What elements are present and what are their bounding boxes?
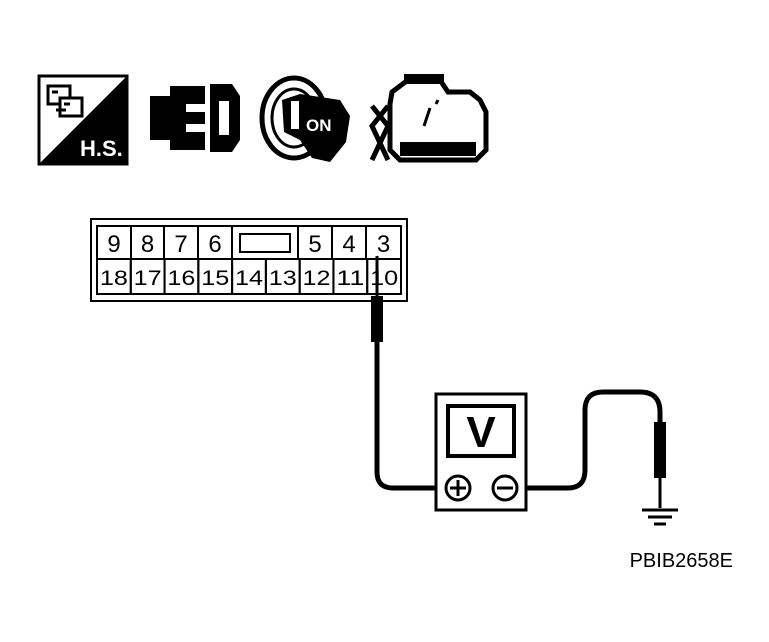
connector-pin-label: 5	[308, 231, 321, 258]
connector-pin-label: 13	[269, 267, 297, 290]
positive-probe	[371, 256, 383, 342]
figure-code: PBIB2658E	[630, 550, 733, 572]
connector-pin-label: 11	[336, 267, 364, 290]
ground-probe	[654, 422, 666, 508]
connector-pin-label: 14	[235, 267, 263, 290]
connector-pin-label: 7	[174, 231, 187, 258]
positive-test-lead	[374, 342, 447, 491]
negative-test-lead	[511, 389, 663, 491]
voltmeter-display: V	[466, 408, 496, 457]
connector-pin-label: 4	[342, 231, 355, 258]
connector-pin-label: 16	[167, 267, 195, 290]
ground-symbol-icon	[642, 508, 678, 526]
connector-pin-label: 12	[303, 267, 331, 290]
connector-pin-label: 18	[100, 267, 128, 290]
connector-pin-label: 10	[370, 267, 398, 290]
connector-pin-label: 9	[107, 231, 120, 258]
connector-pin-label: 6	[208, 231, 221, 258]
connector-plug-icon	[46, 84, 84, 118]
connector-pin-label: 8	[141, 231, 154, 258]
ignition-on-text: ON	[306, 116, 332, 135]
voltmeter: V	[434, 392, 528, 512]
cross-mark-icon	[369, 104, 391, 162]
disconnect-connector-icon	[150, 84, 240, 152]
connector-pin-label: 17	[134, 267, 162, 290]
connector-lock-tab	[239, 233, 291, 253]
hs-badge-text: H.S.	[80, 136, 123, 161]
connector-pin-label: 15	[201, 267, 229, 290]
negative-terminal-icon	[491, 474, 519, 502]
harness-connector-icon: H.S.	[37, 74, 129, 166]
engine-stopped-icon	[369, 74, 489, 163]
connector-pin-label: 3	[377, 231, 390, 258]
positive-terminal-icon	[444, 474, 472, 502]
connector-cell-bottom	[366, 258, 403, 295]
ignition-on-icon: ON	[259, 75, 350, 162]
